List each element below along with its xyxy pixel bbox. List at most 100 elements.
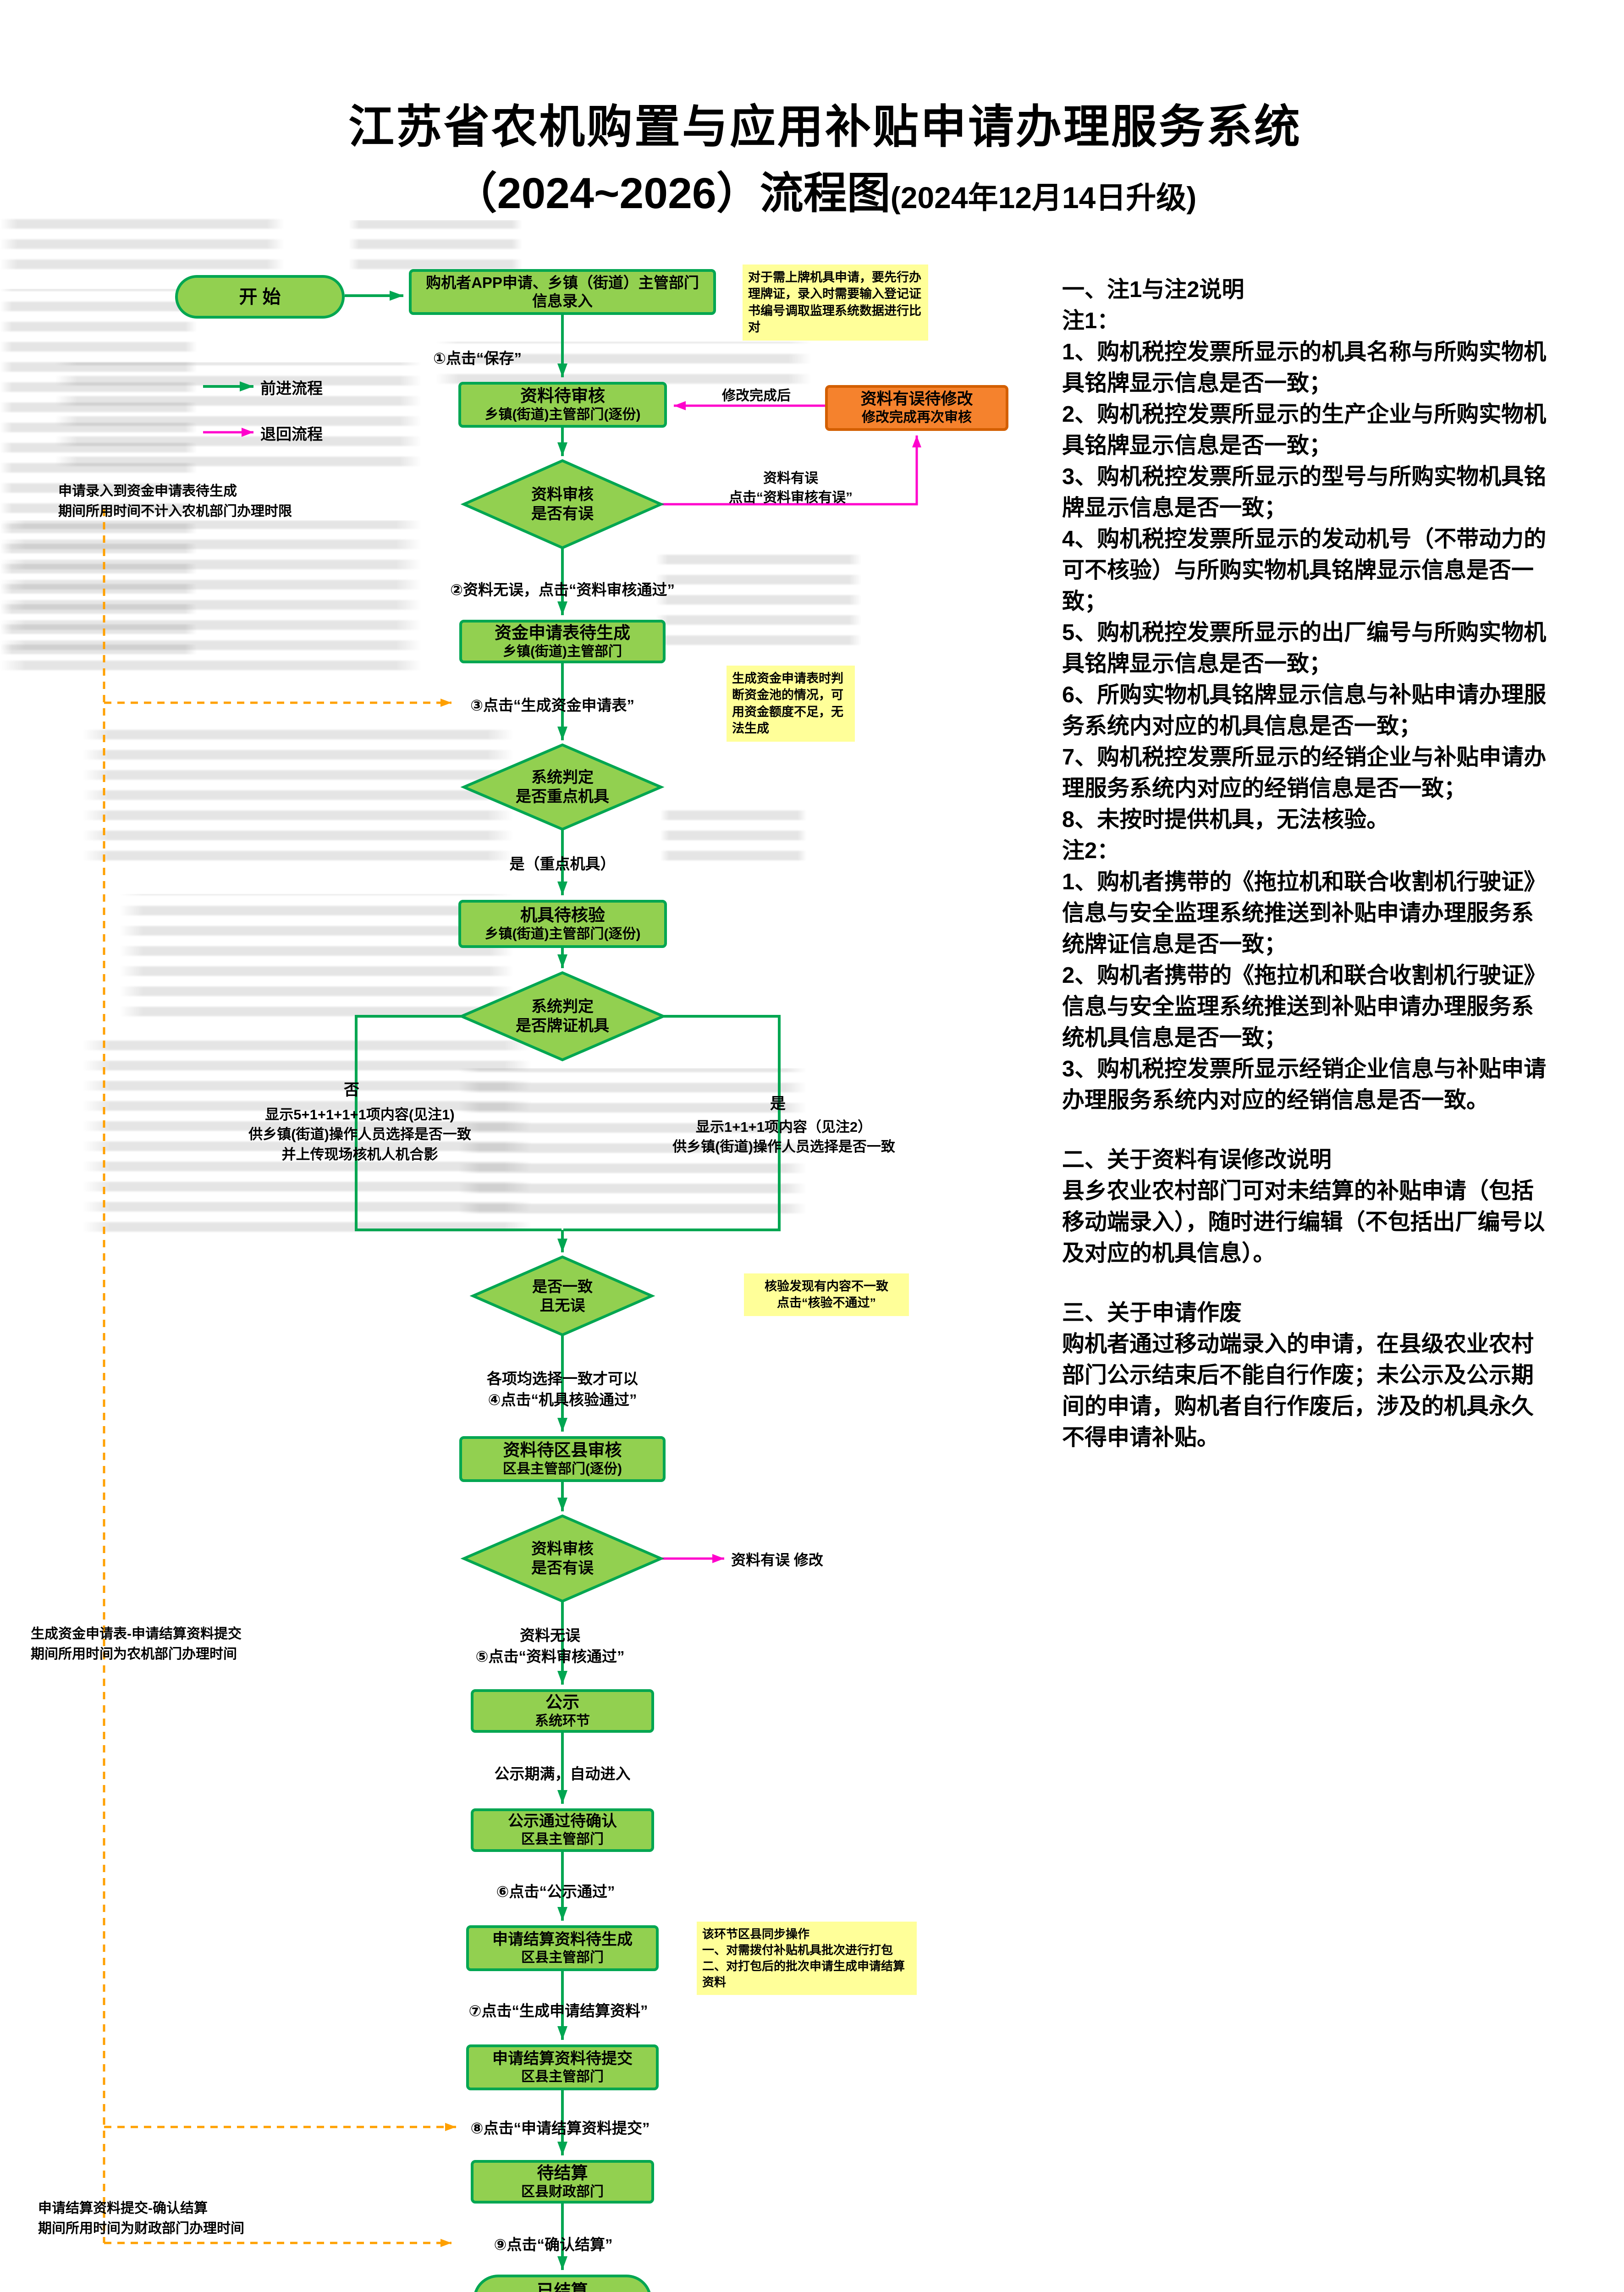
decision-match-line2: 且无误 [539, 1297, 585, 1314]
note-match-line1: 核验发现有内容不一致 [765, 1279, 888, 1293]
label-step5: 资料无误 ⑤点击“资料审核通过” [476, 1625, 625, 1667]
node-entry: 购机者APP申请、乡镇（街道）主管部门 信息录入 [409, 269, 716, 315]
node-review-county: 资料待区县审核 区县主管部门(逐份) [459, 1436, 666, 1482]
notes-paragraph-3: 购机者通过移动端录入的申请，在县级农业农村部门公示结束后不能自行作废；未公示及公… [1062, 1332, 1534, 1450]
node-start: 开 始 [175, 275, 345, 319]
label-review2-error: 资料有误 修改 [731, 1552, 823, 1568]
notes-panel: 一、注1与注2说明 注1： 1、购机税控发票所显示的机具名称与所购实物机具铭牌显… [1062, 274, 1548, 1453]
decision-review1-line1: 资料审核 [531, 485, 594, 503]
note2-label: 注2： [1062, 838, 1120, 863]
note-match: 核验发现有内容不一致 点击“核验不通过” [744, 1273, 909, 1316]
note1-item: 2、购机税控发票所显示的生产企业与所购实物机具铭牌显示信息是否一致； [1062, 402, 1547, 458]
note1-item: 4、购机税控发票所显示的发动机号（不带动力的可不核验）与所购实物机具铭牌显示信息… [1062, 527, 1547, 614]
node-review-town: 资料待审核 乡镇(街道)主管部门(逐份) [458, 382, 667, 428]
label-step2: ②资料无误，点击“资料审核通过” [450, 581, 675, 598]
label-branch-yes-text: 显示1+1+1项内容（见注2） 供乡镇(街道)操作人员选择是否一致 [672, 1117, 895, 1157]
page-subtitle: （2024~2026）流程图(2024年12月14日升级) [128, 158, 1522, 221]
branch-no-line3: 并上传现场核机人机合影 [281, 1146, 438, 1163]
label-review1-error: 资料有误 点击“资料审核有误” [729, 469, 853, 507]
node-review-town-line1: 资料待审核 [520, 386, 605, 406]
node-publicity-confirm-line1: 公示通过待确认 [508, 1813, 617, 1830]
decision-review2-shape [460, 1514, 665, 1603]
decision-plate-line2: 是否牌证机具 [516, 1017, 609, 1035]
note-settle: 该环节区县同步操作 一、对需拨付补贴机具批次进行打包 二、对打包后的批次申请生成… [697, 1922, 917, 1995]
page-subtitle-main: （2024~2026）流程图 [453, 169, 891, 218]
node-entry-line1: 购机者APP申请、乡镇（街道）主管部门 [426, 274, 699, 291]
flow-line-branch-no [355, 1015, 562, 1231]
label-step7: ⑦点击“生成申请结算资料” [468, 2002, 648, 2019]
label-review1-error-line1: 资料有误 [763, 471, 818, 486]
node-settle-submit-line2: 区县主管部门 [521, 2069, 604, 2084]
timing-note-3: 申请结算资料提交-确认结算 期间所用时间为财政部门办理时间 [38, 2198, 244, 2238]
label-step9: ⑨点击“确认结算” [494, 2236, 613, 2253]
notes-heading-2: 二、关于资料有误修改说明 [1062, 1147, 1332, 1172]
node-settle-gen-line1: 申请结算资料待生成 [492, 1930, 633, 1948]
label-branch-yes: 是 [770, 1095, 786, 1113]
note1-item: 6、所购实物机具铭牌显示信息与补贴申请办理服务系统内对应的机具信息是否一致； [1062, 683, 1547, 738]
label-step4-line2: ④点击“机具核验通过” [488, 1391, 637, 1409]
node-error-box: 资料有误待修改 修改完成再次审核 [825, 385, 1008, 431]
node-error-box-line1: 资料有误待修改 [860, 390, 973, 408]
node-settle-submit: 申请结算资料待提交 区县主管部门 [466, 2044, 659, 2090]
node-pending-settle-line2: 区县财政部门 [521, 2184, 604, 2199]
label-step3: ③点击“生成资金申请表” [470, 697, 634, 714]
page-title: 江苏省农机购置与应用补贴申请办理服务系统 [348, 101, 1302, 153]
node-pending-settle: 待结算 区县财政部门 [471, 2160, 654, 2204]
label-step6: ⑥点击“公示通过” [496, 1883, 615, 1900]
label-step8: ⑧点击“申请结算资料提交” [470, 2120, 650, 2137]
label-step1: ①点击“保存” [433, 350, 522, 367]
decision-plate-label: 系统判定 是否牌证机具 [471, 984, 654, 1048]
node-publicity-line1: 公示 [545, 1692, 579, 1712]
branch-no-line1: 显示5+1+1+1+1项内容(见注1) [265, 1107, 455, 1123]
notes-heading-1: 一、注1与注2说明 [1062, 277, 1244, 302]
timing-note-3-line1: 申请结算资料提交-确认结算 [38, 2201, 208, 2216]
node-settle-gen-line2: 区县主管部门 [521, 1950, 604, 1965]
node-settle-gen: 申请结算资料待生成 区县主管部门 [466, 1925, 659, 1971]
flow-line-branch-yes [563, 1015, 781, 1231]
note1-item: 3、购机税控发票所显示的型号与所购实物机具铭牌显示信息是否一致； [1062, 464, 1547, 520]
decision-review2-line1: 资料审核 [531, 1540, 594, 1558]
label-yes-key: 是（重点机具） [509, 855, 616, 872]
note-entry: 对于需上牌机具申请，要先行办理牌证，录入时需要输入登记证书编号调取监理系统数据进… [743, 264, 928, 341]
note1-items: 1、购机税控发票所显示的机具名称与所购实物机具铭牌显示信息是否一致； 2、购机税控… [1062, 336, 1548, 835]
node-review-county-line1: 资料待区县审核 [503, 1441, 622, 1460]
label-step4-line1: 各项均选择一致才可以 [487, 1370, 638, 1387]
node-end: 已结算 (最终状态) [473, 2275, 652, 2292]
decision-key-shape [460, 743, 665, 831]
decision-plate-line1: 系统判定 [531, 997, 594, 1015]
label-step5-line2: ⑤点击“资料审核通过” [475, 1648, 625, 1665]
label-step4: 各项均选择一致才可以 ④点击“机具核验通过” [487, 1368, 638, 1410]
branch-yes-line1: 显示1+1+1项内容（见注2） [695, 1119, 872, 1135]
note1-label: 注1： [1062, 309, 1120, 333]
note2-item: 1、购机者携带的《拖拉机和联合收割机行驶证》信息与安全监理系统推送到补贴申请办理… [1062, 870, 1547, 957]
node-verify: 机具待核验 乡镇(街道)主管部门(逐份) [458, 900, 667, 948]
note2-items: 1、购机者携带的《拖拉机和联合收割机行驶证》信息与安全监理系统推送到补贴申请办理… [1062, 866, 1548, 1116]
timing-note-1: 申请录入到资金申请表待生成 期间所用时间不计入农机部门办理时限 [58, 481, 292, 521]
return-line-decision1-errorbox [661, 435, 921, 506]
branch-no-line2: 供乡镇(街道)操作人员选择是否一致 [248, 1126, 471, 1143]
legend-forward-label: 前进流程 [260, 380, 323, 397]
node-settle-submit-line1: 申请结算资料待提交 [492, 2050, 633, 2067]
label-modify-done: 修改完成后 [722, 388, 791, 403]
label-publicity-auto: 公示期满，自动进入 [494, 1765, 631, 1782]
label-step5-line1: 资料无误 [519, 1627, 580, 1644]
decision-review1-shape [460, 459, 665, 550]
timing-note-2-line1: 生成资金申请表-申请结算资料提交 [31, 1626, 242, 1642]
node-review-town-line2: 乡镇(街道)主管部门(逐份) [484, 407, 641, 423]
note-settle-line1: 该环节区县同步操作 [702, 1927, 810, 1941]
note1-item: 1、购机税控发票所显示的机具名称与所购实物机具铭牌显示信息是否一致； [1062, 340, 1547, 396]
node-fund-table-line1: 资金申请表待生成 [495, 623, 630, 642]
decision-review2-line2: 是否有误 [531, 1559, 594, 1577]
node-fund-table: 资金申请表待生成 乡镇(街道)主管部门 [459, 620, 666, 663]
timing-note-1-line2: 期间所用时间不计入农机部门办理时限 [58, 503, 292, 519]
notes-paragraph-2: 县乡农业农村部门可对未结算的补贴申请（包括移动端录入），随时进行编辑（不包括出厂… [1062, 1179, 1545, 1266]
decision-match-shape [469, 1255, 655, 1337]
note1-item: 8、未按时提供机具，无法核验。 [1062, 807, 1389, 832]
note-fund: 生成资金申请表时判断资金池的情况，可用资金额度不足，无法生成 [727, 666, 855, 742]
node-verify-line2: 乡镇(街道)主管部门(逐份) [484, 926, 641, 942]
node-publicity-line2: 系统环节 [535, 1713, 590, 1729]
legend-back-label: 退回流程 [260, 426, 323, 443]
timing-note-2: 生成资金申请表-申请结算资料提交 期间所用时间为农机部门办理时间 [31, 1624, 242, 1664]
